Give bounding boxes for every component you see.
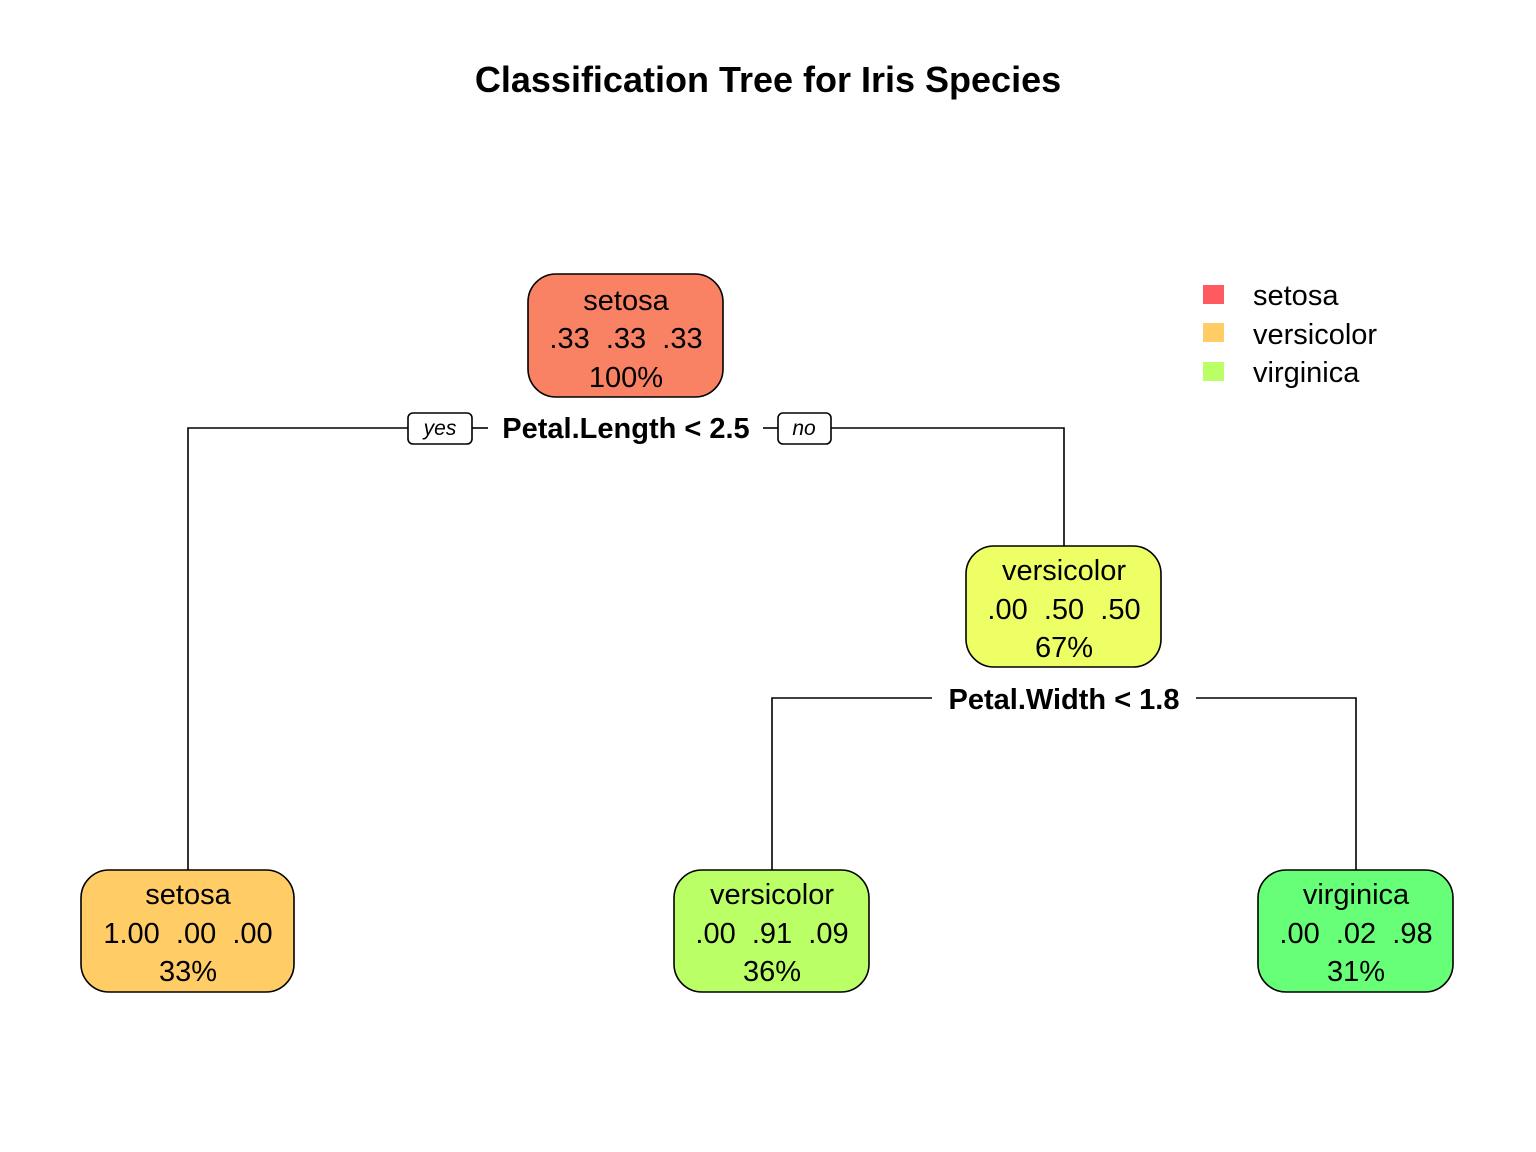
yes-label: yes [422, 417, 457, 440]
edge-root-left [187, 427, 408, 870]
legend-swatch-virginica [1203, 362, 1224, 381]
node-mid-right-leaf: virginica .00 .02 .98 31% [1257, 869, 1454, 993]
node-root-percent: 100% [589, 362, 663, 394]
chart-title: Classification Tree for Iris Species [475, 59, 1061, 100]
edges [187, 427, 1357, 870]
node-left-leaf: setosa 1.00 .00 .00 33% [80, 869, 295, 993]
legend-label-versicolor: versicolor [1253, 319, 1377, 351]
node-mid-left-leaf-probs: .00 .91 .09 [695, 918, 848, 950]
node-mid-left-leaf: versicolor .00 .91 .09 36% [673, 869, 870, 993]
node-mid-right-leaf-probs: .00 .02 .98 [1279, 918, 1432, 950]
yes-label-box [407, 412, 473, 445]
split-root-label: Petal.Length < 2.5 [502, 413, 749, 445]
no-label-box [777, 412, 832, 445]
node-root-probs: .33 .33 .33 [549, 323, 702, 355]
node-left-leaf-probs: 1.00 .00 .00 [103, 918, 272, 950]
node-mid-left-leaf-class: versicolor [710, 879, 834, 911]
no-label: no [792, 417, 816, 440]
edge-mid-right [1196, 697, 1357, 870]
edge-root-right [831, 427, 1065, 547]
node-mid-right-leaf-percent: 31% [1327, 956, 1385, 988]
branch-label-no: no [777, 412, 832, 445]
node-root-box [527, 273, 724, 398]
node-mid-right-leaf-box [1257, 869, 1454, 993]
node-left-leaf-class: setosa [145, 879, 231, 911]
node-mid-percent: 67% [1035, 632, 1093, 664]
legend-label-virginica: virginica [1253, 357, 1360, 389]
node-mid-left-leaf-percent: 36% [743, 956, 801, 988]
node-mid-left-leaf-box [673, 869, 870, 993]
node-root-class: setosa [583, 285, 669, 317]
node-mid: versicolor .00 .50 .50 67% [965, 545, 1162, 668]
node-left-leaf-percent: 33% [159, 956, 217, 988]
edge-mid-left [771, 697, 932, 870]
legend-swatch-versicolor [1203, 323, 1224, 342]
legend: setosa versicolor virginica [1203, 280, 1377, 389]
node-root: setosa .33 .33 .33 100% [527, 273, 724, 398]
node-left-leaf-box [80, 869, 295, 993]
node-mid-class: versicolor [1002, 555, 1126, 587]
split-mid-label: Petal.Width < 1.8 [949, 684, 1180, 716]
node-mid-right-leaf-class: virginica [1303, 879, 1410, 911]
node-mid-box [965, 545, 1162, 668]
branch-label-yes: yes [407, 412, 473, 445]
legend-label-setosa: setosa [1253, 280, 1339, 312]
legend-swatch-setosa [1203, 285, 1224, 304]
node-mid-probs: .00 .50 .50 [987, 594, 1140, 626]
